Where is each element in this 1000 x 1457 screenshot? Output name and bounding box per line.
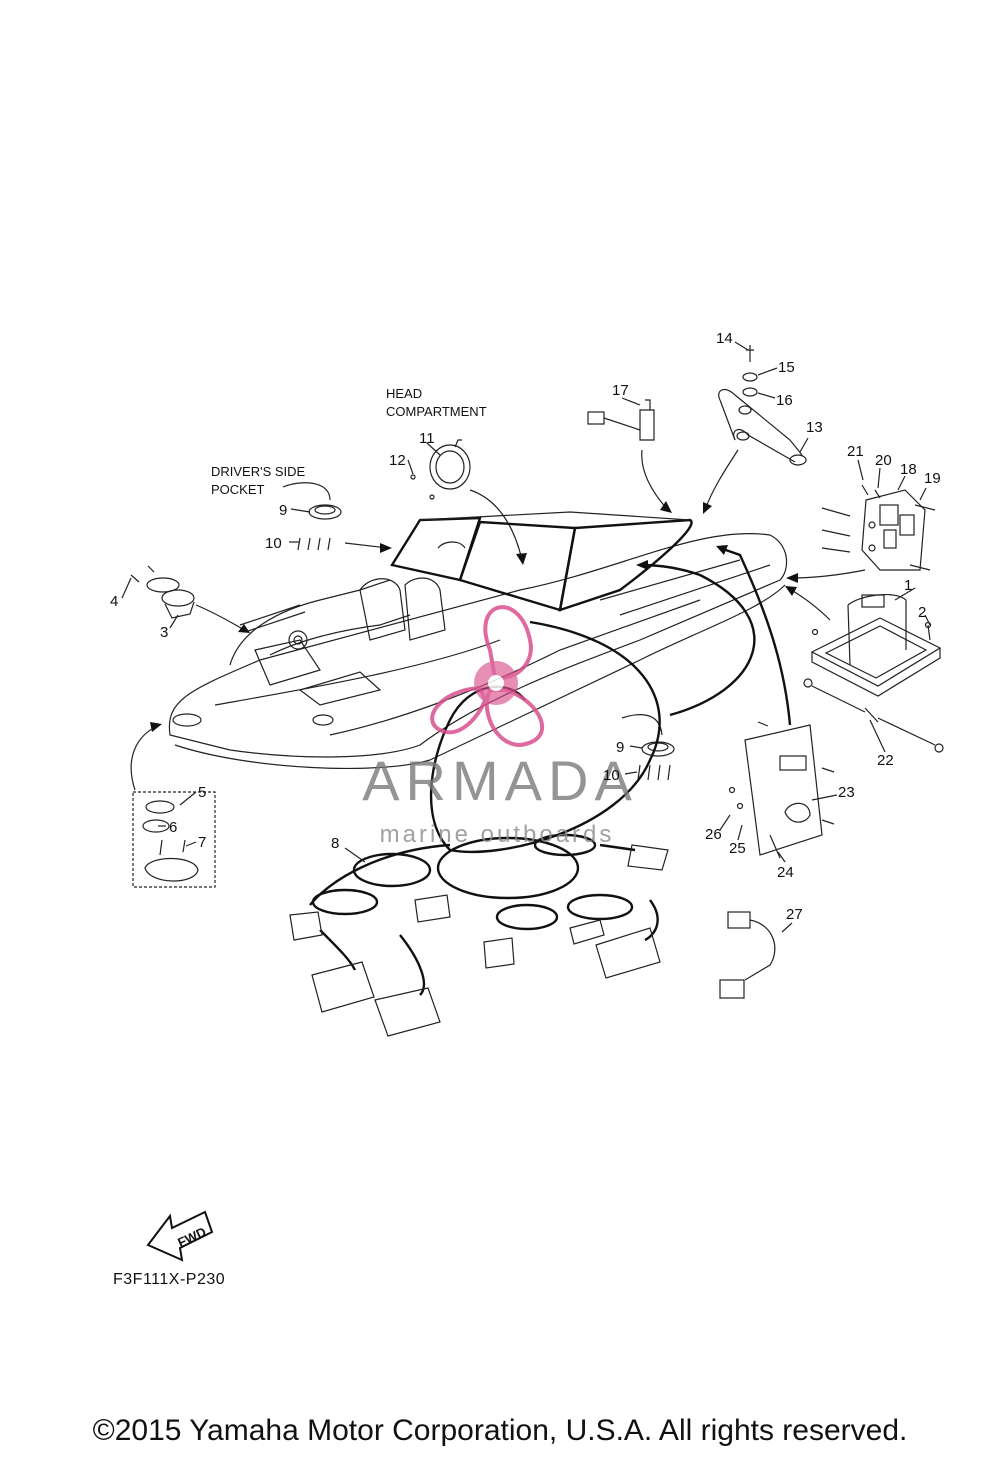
callout-10-driver: 10 [265, 535, 282, 552]
windshield [390, 511, 693, 612]
callout-27: 27 [786, 906, 803, 923]
battery-cable [803, 678, 944, 753]
callout-12: 12 [389, 452, 406, 469]
callout-9-lower: 9 [616, 739, 624, 756]
callout-11: 11 [419, 430, 435, 447]
boat-hull [168, 533, 788, 770]
callouts: 1 2 3 4 5 6 7 8 9 9 10 10 11 12 13 14 15… [110, 330, 941, 923]
callout-8: 8 [331, 835, 339, 852]
callout-17: 17 [612, 382, 629, 399]
leader-lines [121, 341, 931, 933]
callout-23: 23 [838, 784, 855, 801]
sensor [587, 399, 655, 441]
adapter-harness [719, 911, 776, 999]
watermark-tagline: marine outboards [380, 821, 615, 848]
diagram-code: F3F111X-P230 [113, 1271, 226, 1288]
callout-6: 6 [169, 819, 177, 836]
callout-2: 2 [918, 604, 926, 621]
battery-tray [810, 594, 942, 697]
courtesy-light-driver [282, 482, 342, 551]
callout-22: 22 [877, 752, 894, 769]
callout-18: 18 [900, 461, 917, 478]
head-compartment-label-line2: COMPARTMENT [386, 404, 487, 419]
callout-4: 4 [110, 593, 118, 610]
control-unit [728, 721, 835, 859]
callout-25: 25 [729, 840, 746, 857]
callout-5: 5 [198, 784, 206, 801]
watermark-propeller-logo [430, 605, 545, 748]
ground-strap [718, 345, 807, 466]
callout-10-lower: 10 [603, 767, 620, 784]
head-compartment-label-line1: HEAD [386, 386, 422, 401]
captions: HEAD COMPARTMENT DRIVER'S SIDE POCKET [211, 386, 487, 497]
callout-14: 14 [716, 330, 733, 347]
callout-19: 19 [924, 470, 941, 487]
callout-24: 24 [777, 864, 794, 881]
speaker [410, 439, 471, 500]
wiring-harness [289, 620, 669, 1037]
cup-holder [130, 565, 195, 619]
callout-7: 7 [198, 834, 206, 851]
callout-21: 21 [847, 443, 864, 460]
drivers-pocket-label-line1: DRIVER'S SIDE [211, 464, 306, 479]
callout-15: 15 [778, 359, 795, 376]
callout-20: 20 [875, 452, 892, 469]
callout-3: 3 [160, 624, 168, 641]
callout-1: 1 [904, 577, 912, 594]
watermark: ARMADA marine outboards [362, 605, 638, 848]
fwd-arrow-icon: FWD [146, 1210, 214, 1262]
callout-26: 26 [705, 826, 722, 843]
callout-13: 13 [806, 419, 823, 436]
relay-module [821, 484, 936, 571]
direction-arrows [130, 449, 866, 791]
callout-16: 16 [776, 392, 793, 409]
callout-9-driver: 9 [279, 502, 287, 519]
watermark-brand: ARMADA [362, 749, 638, 812]
copyright-notice: ©2015 Yamaha Motor Corporation, U.S.A. A… [92, 1414, 908, 1447]
drivers-pocket-label-line2: POCKET [211, 482, 265, 497]
bow-light-box [132, 791, 216, 888]
